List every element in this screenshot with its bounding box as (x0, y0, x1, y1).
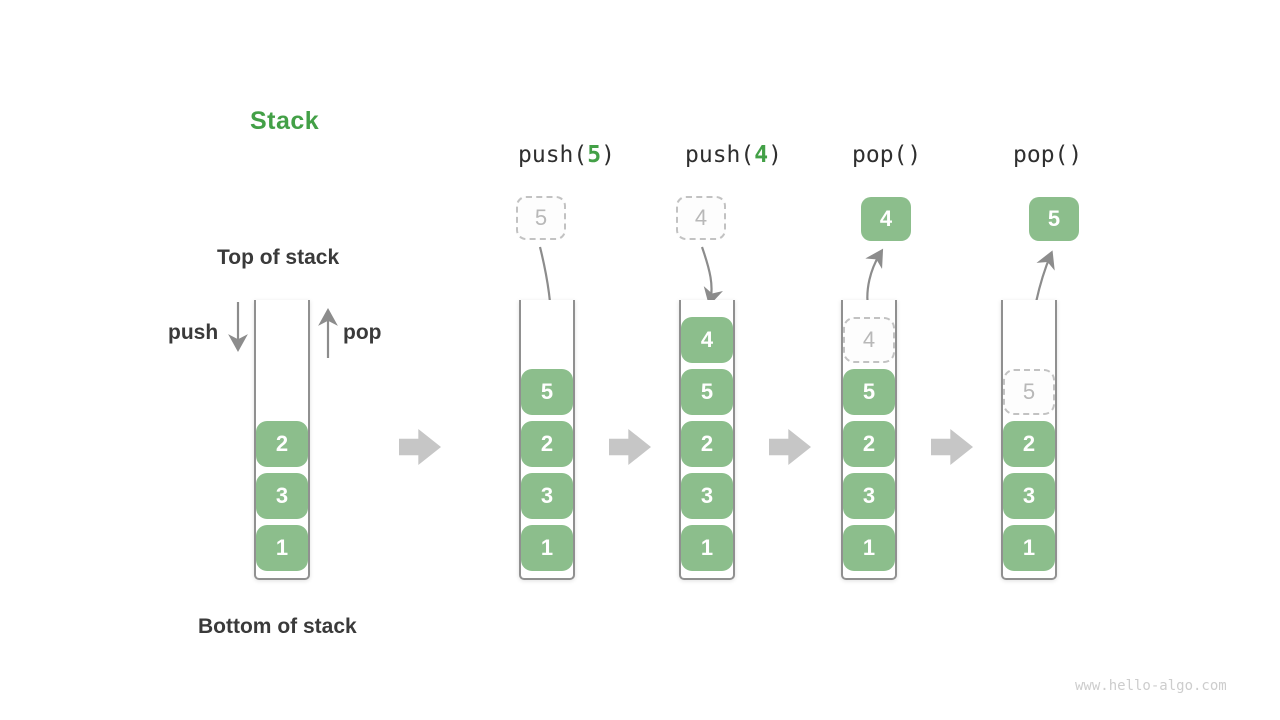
op-post: ) (601, 142, 615, 168)
stack-cell: 5 (843, 369, 895, 415)
popped-value: 5 (1047, 206, 1061, 231)
op-pre: push( (518, 142, 588, 168)
stack-cell: 1 (1003, 525, 1055, 571)
stack-cell: 5 (521, 369, 573, 415)
pop-label: pop (343, 321, 382, 344)
popped-value-box: 4 (861, 197, 911, 241)
op-pre: pop( (1013, 142, 1069, 168)
stack-initial: 2 3 1 (254, 300, 310, 580)
stack-cell: 1 (256, 525, 308, 571)
op-label-push-5: push(5) (518, 142, 615, 168)
incoming-value: 4 (694, 205, 708, 230)
step-arrow-icon (399, 429, 441, 465)
stack-cell-ghost: 4 (843, 317, 895, 363)
stack-cell: 2 (521, 421, 573, 467)
popped-value: 4 (879, 206, 893, 231)
stack-after-push-5: 5 2 3 1 (519, 300, 575, 580)
stack-cell: 3 (681, 473, 733, 519)
op-label-pop-1: pop() (852, 142, 921, 168)
stack-cell: 2 (1003, 421, 1055, 467)
stack-cell: 1 (521, 525, 573, 571)
stack-cell: 3 (521, 473, 573, 519)
stack-cell-ghost: 5 (1003, 369, 1055, 415)
step-arrow-icon (931, 429, 973, 465)
op-pre: pop( (852, 142, 908, 168)
incoming-value-box: 4 (676, 196, 726, 240)
op-post: ) (768, 142, 782, 168)
op-label-pop-2: pop() (1013, 142, 1082, 168)
stack-cell: 3 (256, 473, 308, 519)
push-4-curve-icon (700, 246, 723, 306)
stack-cell: 2 (256, 421, 308, 467)
incoming-value-box: 5 (516, 196, 566, 240)
stack-during-pop-5: 5 2 3 1 (1001, 300, 1057, 580)
stack-cell: 3 (843, 473, 895, 519)
step-arrow-icon (769, 429, 811, 465)
stack-cell: 4 (681, 317, 733, 363)
watermark: www.hello-algo.com (1075, 678, 1227, 694)
stack-after-push-4: 4 5 2 3 1 (679, 300, 735, 580)
stack-cell: 5 (681, 369, 733, 415)
op-label-push-4: push(4) (685, 142, 782, 168)
stack-cell: 3 (1003, 473, 1055, 519)
op-arg: 4 (754, 142, 769, 168)
op-post: ) (907, 142, 922, 168)
op-arg: 5 (587, 142, 602, 168)
op-post: ) (1068, 142, 1083, 168)
bottom-of-stack-label: Bottom of stack (198, 615, 357, 638)
top-of-stack-label: Top of stack (217, 246, 340, 269)
incoming-value: 5 (534, 205, 548, 230)
popped-value-box: 5 (1029, 197, 1079, 241)
page-title: Stack (250, 107, 320, 135)
push-label: push (168, 321, 219, 344)
stack-cell: 2 (681, 421, 733, 467)
step-arrow-icon (609, 429, 651, 465)
stack-cell: 2 (843, 421, 895, 467)
stack-cell: 1 (681, 525, 733, 571)
op-pre: push( (685, 142, 755, 168)
stack-during-pop-4: 4 5 2 3 1 (841, 300, 897, 580)
stack-cell: 1 (843, 525, 895, 571)
